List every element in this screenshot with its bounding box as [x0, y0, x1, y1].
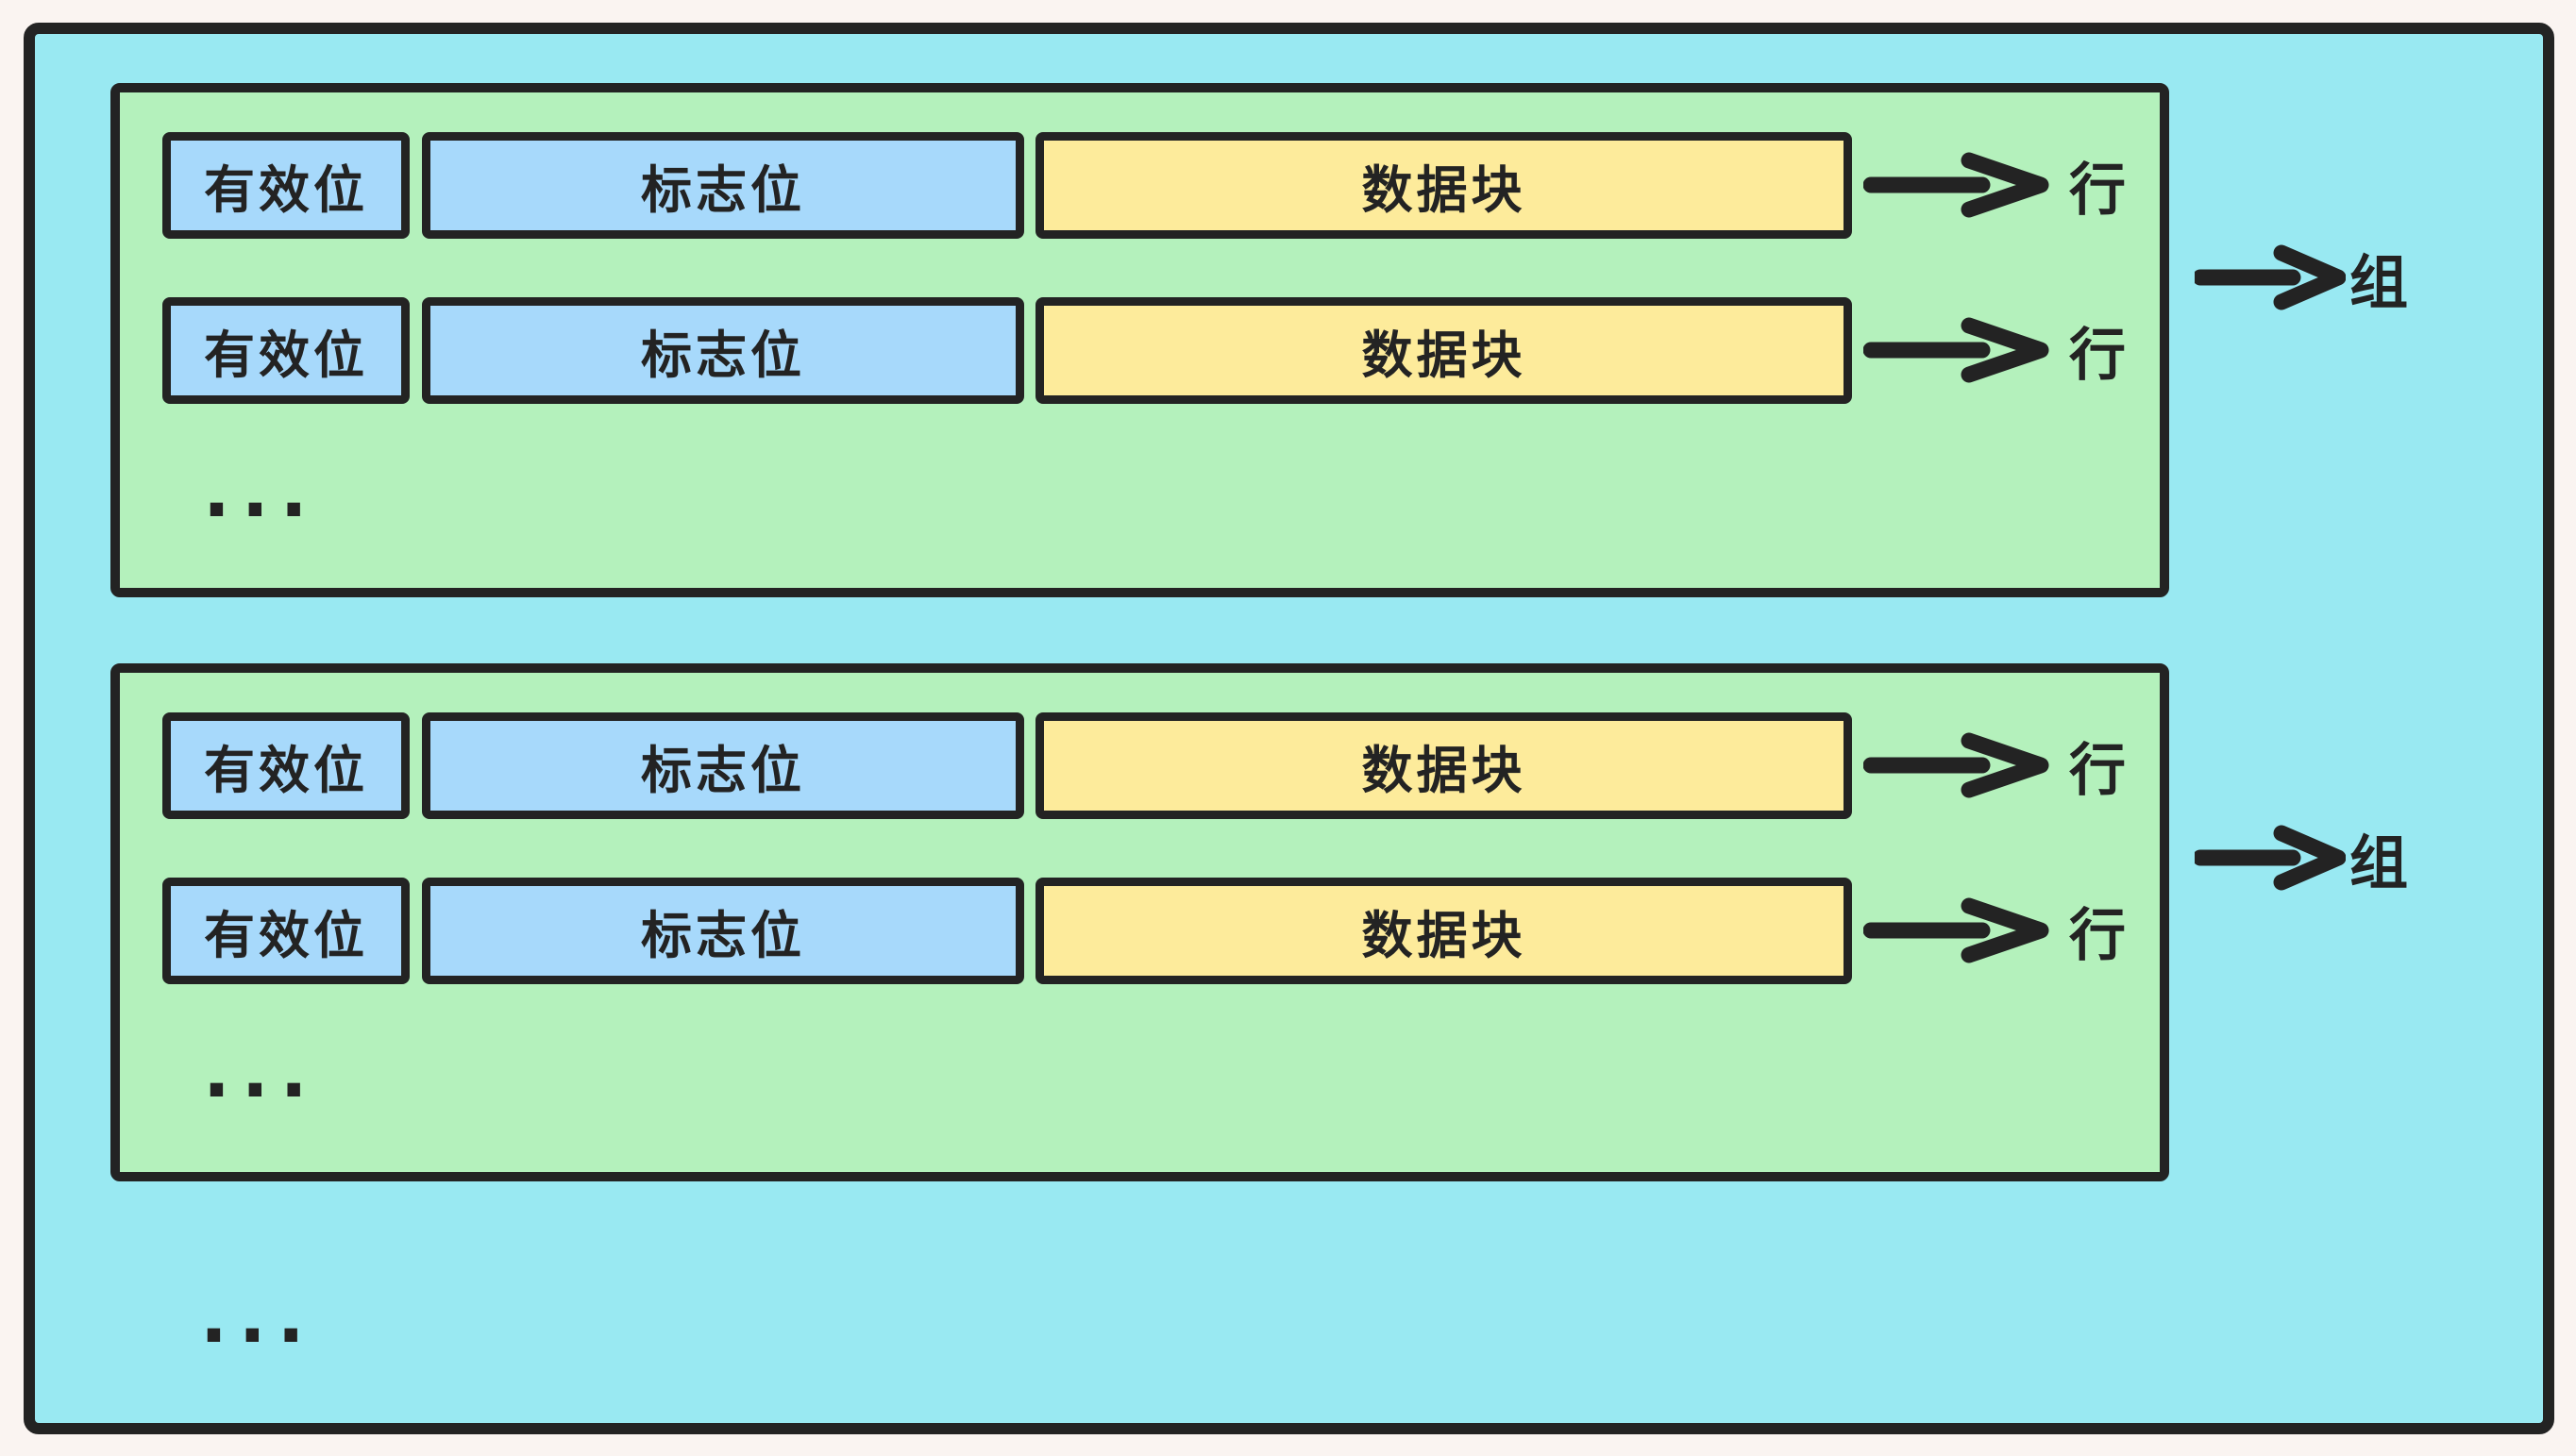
line-label: 行: [2069, 323, 2126, 389]
more-lines-ellipsis: ...: [203, 449, 319, 533]
set-label: 组: [2349, 828, 2409, 897]
cache-line-row: 有效位 标志位 数据块 行: [120, 878, 2160, 984]
set-arrow-icon: [2195, 244, 2346, 310]
more-sets-ellipsis: ...: [200, 1275, 316, 1359]
valid-bit-box: 有效位: [162, 712, 410, 819]
line-arrow-icon: [1863, 897, 2049, 963]
valid-bit-box: 有效位: [162, 132, 410, 239]
valid-bit-box: 有效位: [162, 878, 410, 984]
line-arrow-icon: [1863, 152, 2049, 218]
set-box-2: 有效位 标志位 数据块 行 有效位 标志位 数据块 行 ...: [110, 663, 2169, 1181]
cache-box: 有效位 标志位 数据块 行 有效位 标志位 数据块 行 ... 组: [24, 23, 2554, 1434]
cache-line-row: 有效位 标志位 数据块 行: [120, 297, 2160, 404]
data-block-box: 数据块: [1035, 132, 1852, 239]
line-label: 行: [2069, 738, 2126, 804]
tag-bits-box: 标志位: [422, 878, 1024, 984]
data-block-box: 数据块: [1035, 878, 1852, 984]
data-block-box: 数据块: [1035, 712, 1852, 819]
line-label: 行: [2069, 158, 2126, 224]
line-arrow-icon: [1863, 317, 2049, 383]
more-lines-ellipsis: ...: [203, 1029, 319, 1113]
set-arrow-icon: [2195, 825, 2346, 891]
line-label: 行: [2069, 903, 2126, 969]
set-box-1: 有效位 标志位 数据块 行 有效位 标志位 数据块 行 ...: [110, 83, 2169, 597]
cache-line-row: 有效位 标志位 数据块 行: [120, 712, 2160, 819]
tag-bits-box: 标志位: [422, 132, 1024, 239]
line-arrow-icon: [1863, 732, 2049, 798]
data-block-box: 数据块: [1035, 297, 1852, 404]
valid-bit-box: 有效位: [162, 297, 410, 404]
set-label: 组: [2349, 248, 2409, 317]
tag-bits-box: 标志位: [422, 297, 1024, 404]
cache-line-row: 有效位 标志位 数据块 行: [120, 132, 2160, 239]
tag-bits-box: 标志位: [422, 712, 1024, 819]
